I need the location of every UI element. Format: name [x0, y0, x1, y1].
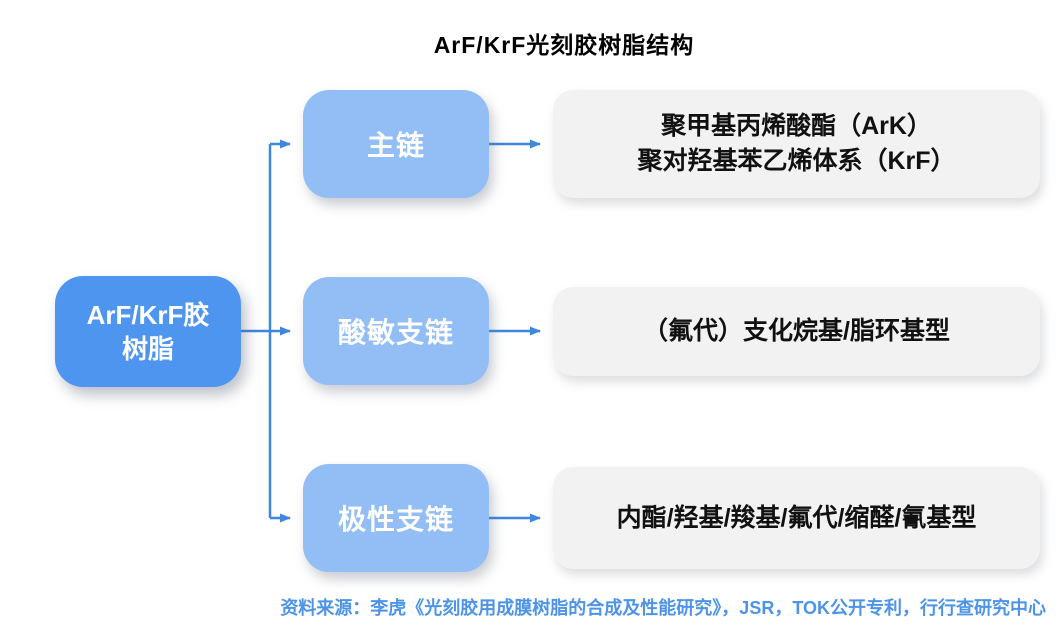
detail-line: （氟代）支化烷基/脂环基型	[643, 317, 950, 345]
detail-line: 聚甲基丙烯酸酯（ArK）	[661, 112, 932, 140]
detail-box-main-chain: 聚甲基丙烯酸酯（ArK） 聚对羟基苯乙烯体系（KrF）	[553, 90, 1040, 198]
branch-node-polar-side-chain: 极性支链	[303, 464, 489, 572]
branch-node-main-chain: 主链	[303, 90, 489, 198]
diagram-title: ArF/KrF光刻胶树脂结构	[433, 32, 695, 58]
root-node-label-line2: 树脂	[121, 333, 174, 364]
detail-line: 内酯/羟基/羧基/氟代/缩醛/氰基型	[616, 503, 977, 532]
root-node-arf-krf-resin: ArF/KrF胶 树脂	[55, 276, 241, 387]
detail-box-polar-side-chain: 内酯/羟基/羧基/氟代/缩醛/氰基型	[553, 467, 1040, 569]
detail-box-acid-sensitive-side-chain: （氟代）支化烷基/脂环基型	[553, 287, 1040, 376]
root-node-label-line1: ArF/KrF胶	[86, 299, 210, 330]
branch-node-main-chain-label: 主链	[366, 130, 425, 161]
branch-node-acid-sensitive-side-chain: 酸敏支链	[303, 277, 489, 385]
source-attribution: 资料来源：李虎《光刻胶用成膜树脂的合成及性能研究》，JSR，TOK公开专利，行行…	[280, 598, 1046, 618]
branch-node-polar-label: 极性支链	[337, 504, 454, 535]
detail-line: 聚对羟基苯乙烯体系（KrF）	[637, 147, 956, 175]
branch-node-acid-sensitive-label: 酸敏支链	[337, 317, 454, 348]
